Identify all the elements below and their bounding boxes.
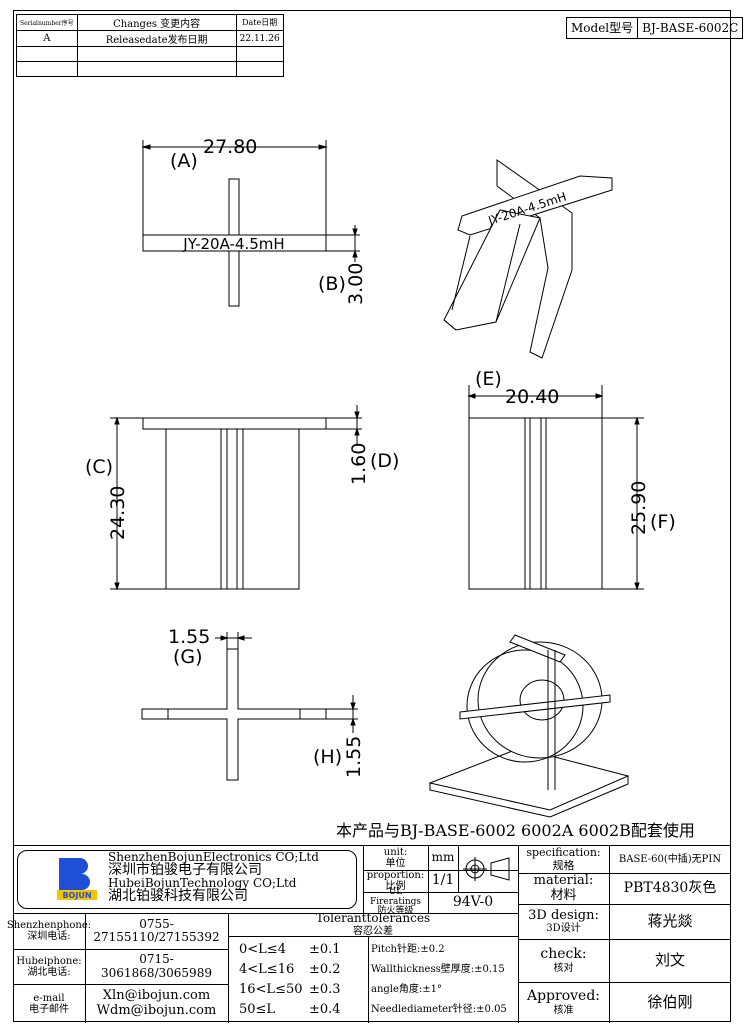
design-label-cn: 3D设计 xyxy=(546,923,581,935)
tolerance-title-cn: 容忍公差 xyxy=(353,925,393,937)
dim-d-value: 1.60 xyxy=(348,443,370,485)
spec-label-en: specification: xyxy=(526,846,601,860)
dim-a-value: 27.80 xyxy=(203,136,257,158)
dim-f-letter: (F) xyxy=(650,511,676,533)
unit-label-en: unit: xyxy=(383,847,408,858)
check-label-en: check: xyxy=(540,946,587,963)
proportion-label-en: proportion: xyxy=(366,870,425,881)
contact-label-en: Hubeiphone: xyxy=(16,955,82,967)
ul-label-en: UL Fireratings xyxy=(369,886,422,907)
cross-view xyxy=(141,632,358,781)
side-view xyxy=(467,385,644,591)
dim-g-letter: (G) xyxy=(173,646,203,668)
approved-label-cn: 核准 xyxy=(553,1004,574,1016)
contact-value: 0755-27155110/27155392 xyxy=(93,916,220,944)
contact-value: 0715-3061868/3065989 xyxy=(101,952,212,980)
email-1: Xln@ibojun.com xyxy=(102,988,211,1004)
proportion-value: 1/1 xyxy=(431,872,455,889)
dim-e-value: 20.40 xyxy=(505,386,559,408)
material-label-cn: 材料 xyxy=(550,887,577,903)
contact-label-en: Shenzhenphone: xyxy=(6,920,92,931)
contact-label-en: e-mail xyxy=(33,992,65,1004)
approved-label-en: Approved: xyxy=(526,988,601,1005)
dim-e-letter: (E) xyxy=(475,368,502,390)
tolerance-other: Pitch针距:±0.2 Wallthickness壁厚度:±0.15 angl… xyxy=(371,944,507,1015)
revision-table: Serialnumber序号 Changes 变更内容 Date日期 A Rel… xyxy=(16,14,284,77)
contact-label-cn: 电子邮件 xyxy=(29,1003,69,1015)
company-name-en-2: HubeiBojunTechnology CO;Ltd xyxy=(108,876,297,890)
logo-text: BOJUN xyxy=(62,891,91,900)
technical-drawing: JY-20A-4.5mH JY-20A-4.5mH (A) 27.80 (B) … xyxy=(85,136,676,818)
dim-b-letter: (B) xyxy=(318,273,346,295)
ul-value: 94V-0 xyxy=(452,893,494,910)
check-value: 刘文 xyxy=(654,951,685,970)
top-view-1 xyxy=(141,140,360,307)
projection-symbol-icon xyxy=(463,857,510,881)
front-view xyxy=(110,405,362,591)
company-names: ShenzhenBojunElectronics CO;Ltd 深圳市铂骏电子有… xyxy=(108,850,319,904)
isometric-top-view xyxy=(443,159,613,359)
unit-value: mm xyxy=(431,850,455,865)
proportion-label-cn: 比例 xyxy=(385,881,406,892)
material-label-en: material: xyxy=(533,873,594,889)
unit-label-cn: 单位 xyxy=(385,858,406,869)
isometric-assembly-view xyxy=(428,634,630,818)
design-label-en: 3D design: xyxy=(528,907,599,923)
company-name-en-1: ShenzhenBojunElectronics CO;Ltd xyxy=(108,850,319,864)
model-label: Model型号 xyxy=(571,21,634,35)
contact-label-cn: 深圳电话: xyxy=(27,931,71,942)
dim-d-letter: (D) xyxy=(370,450,399,472)
design-value: 蒋光燚 xyxy=(647,912,693,931)
part-marking-front: JY-20A-4.5mH xyxy=(182,235,284,253)
spec-value: BASE-60(中插)无PIN xyxy=(618,854,722,865)
contact-label-cn: 湖北电话: xyxy=(27,966,71,978)
dim-f-value: 25.90 xyxy=(628,481,650,535)
dim-c-letter: (C) xyxy=(85,456,113,478)
usage-note: 本产品与BJ-BASE-6002 6002A 6002B配套使用 xyxy=(336,821,695,840)
tolerance-ranges: 0<L≤4±0.1 4<L≤16±0.2 16<L≤50±0.3 50≤L±0.… xyxy=(239,942,341,1017)
dim-c-value: 24.30 xyxy=(107,486,129,540)
dim-b-value: 3.00 xyxy=(345,263,367,305)
model-value: BJ-BASE-6002C xyxy=(637,18,742,38)
company-name-cn-1: 深圳市铂骏电子有限公司 xyxy=(108,862,262,878)
model-box: Model型号 BJ-BASE-6002C xyxy=(566,17,744,39)
dim-a-letter: (A) xyxy=(170,150,198,172)
material-value: PBT4830灰色 xyxy=(623,879,717,896)
email-2: Wdm@ibojun.com xyxy=(96,1002,217,1018)
bojun-logo: BOJUN xyxy=(57,858,97,900)
ul-label-cn: 防火等级 xyxy=(377,906,414,917)
title-block: BOJUN ShenzhenBojunElectronics CO;Ltd 深圳… xyxy=(7,845,731,1023)
dim-h-value: 1.55 xyxy=(343,736,365,778)
spec-label-cn: 规格 xyxy=(552,858,575,872)
company-name-cn-2: 湖北铂骏科技有限公司 xyxy=(108,888,248,904)
rev-cell xyxy=(235,61,284,77)
tolerance-title-en: Toleranttolerances xyxy=(315,911,431,926)
check-label-cn: 核对 xyxy=(553,962,574,974)
approved-value: 徐伯刚 xyxy=(647,993,693,1012)
dim-g-value: 1.55 xyxy=(168,626,210,648)
drawing-frame xyxy=(13,10,731,1022)
dim-h-letter: (H) xyxy=(313,746,342,768)
